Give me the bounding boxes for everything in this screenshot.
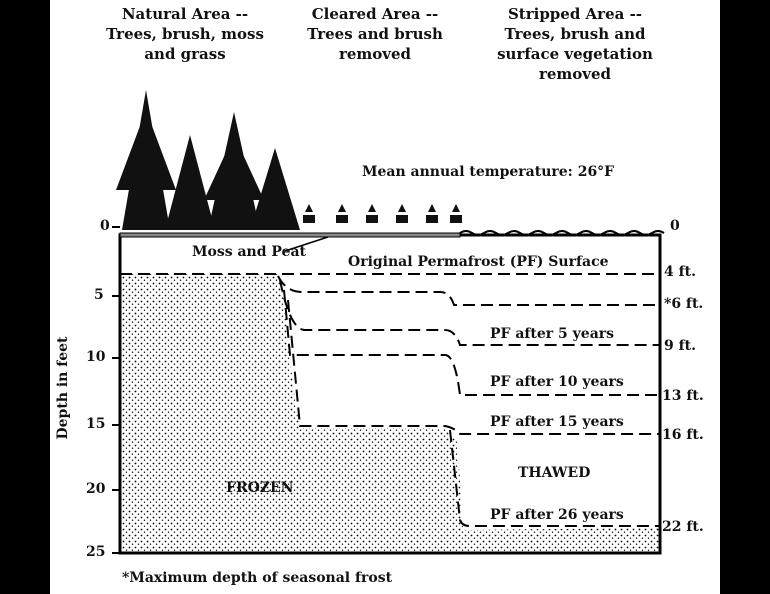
left-axis-label: Depth in feet [55, 336, 71, 440]
frozen-label: FROZEN [226, 480, 294, 496]
trees [116, 90, 300, 230]
thawed-label: THAWED [518, 465, 591, 481]
pf-curve-26yr [449, 429, 660, 527]
pf-curve-6ft [277, 275, 660, 306]
brush [303, 204, 462, 223]
stripped-surface [459, 230, 665, 236]
left-tick-25: 25 [86, 544, 106, 560]
pf-label-5yr: PF after 5 years [490, 326, 615, 342]
left-tick-5: 5 [94, 287, 104, 303]
header-stripped-area: Stripped Area -- Trees, brush and surfac… [497, 5, 653, 83]
right-depth-13ft: 13 ft. [662, 388, 704, 404]
right-depth-9ft: 9 ft. [664, 338, 696, 354]
pf-label-10yr: PF after 10 years [490, 374, 624, 390]
moss-pointer [284, 236, 329, 252]
pf-curve-10yr [283, 289, 660, 396]
left-tick-0: 0 [100, 218, 110, 234]
permafrost-diagram [112, 90, 665, 555]
right-depth-4ft: 4 ft. [664, 264, 696, 280]
mean-temp-label: Mean annual temperature: 26°F [362, 164, 615, 180]
diagram-panel: Natural Area -- Trees, brush, moss and g… [50, 0, 720, 594]
pf-curve-5yr [279, 279, 660, 346]
pf-label-15yr: PF after 15 years [490, 414, 624, 430]
moss-layer [119, 232, 461, 238]
right-depth-6ft: *6 ft. [664, 296, 704, 312]
original-pf-label: Original Permafrost (PF) Surface [348, 254, 609, 270]
moss-peat-label: Moss and Peat [192, 244, 306, 260]
right-depth-16ft: 16 ft. [662, 427, 704, 443]
header-cleared-area: Cleared Area -- Trees and brush removed [307, 5, 443, 63]
right-depth-22ft: 22 ft. [662, 519, 704, 535]
footnote: *Maximum depth of seasonal frost [122, 570, 393, 586]
pf-label-26yr: PF after 26 years [490, 507, 624, 523]
pf-curve-15yr [287, 299, 660, 435]
left-tick-10: 10 [86, 349, 106, 365]
left-tick-20: 20 [86, 481, 106, 497]
left-tick-15: 15 [86, 416, 106, 432]
header-natural-area: Natural Area -- Trees, brush, moss and g… [106, 5, 264, 63]
right-depth-0: 0 [670, 218, 680, 234]
frozen-region [120, 274, 660, 553]
